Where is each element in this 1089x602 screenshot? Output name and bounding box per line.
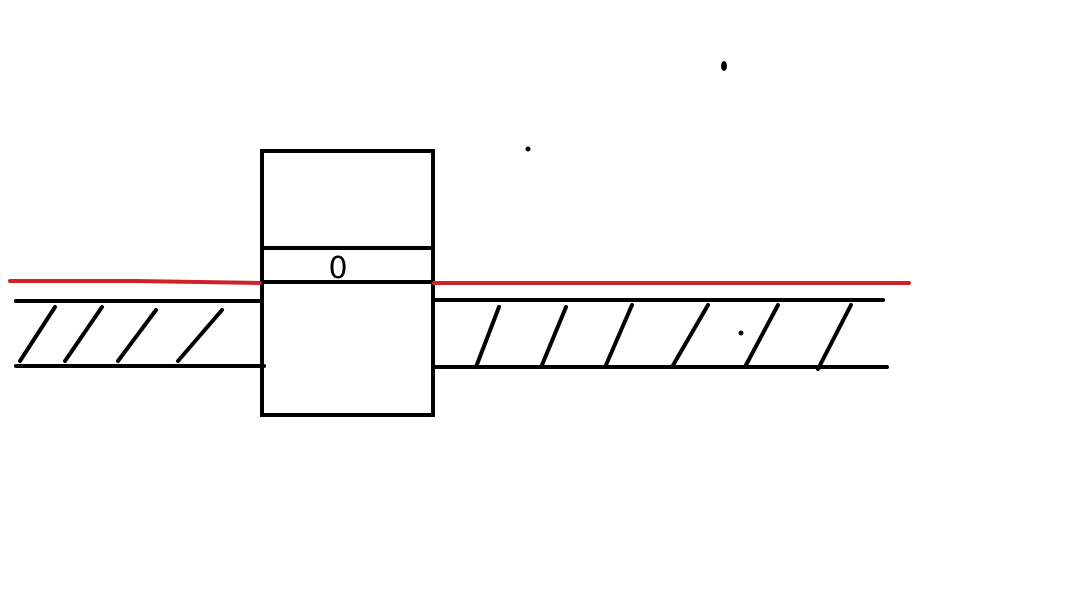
stray-dot: [525, 146, 531, 152]
right-hatch-line: [474, 305, 501, 369]
red-line-left-segment: [8, 279, 262, 285]
right-hatch-line: [540, 305, 568, 367]
left-hatch-line: [18, 305, 57, 363]
left-hatch-line: [176, 308, 224, 363]
stray-dot: [738, 330, 744, 336]
right-hatch-line: [604, 303, 634, 367]
right-hatch-line: [816, 303, 853, 371]
center-label: 0: [328, 251, 347, 286]
right-hatch-line: [744, 303, 780, 367]
left-hatched-strip: [14, 299, 266, 368]
left-hatch-line: [63, 305, 104, 363]
central-box: 0: [260, 149, 435, 417]
stray-dot: [721, 61, 727, 71]
red-line: [8, 279, 911, 285]
right-hatched-strip: [432, 298, 889, 371]
left-hatch-line: [116, 308, 158, 363]
right-hatch-line: [670, 303, 710, 369]
